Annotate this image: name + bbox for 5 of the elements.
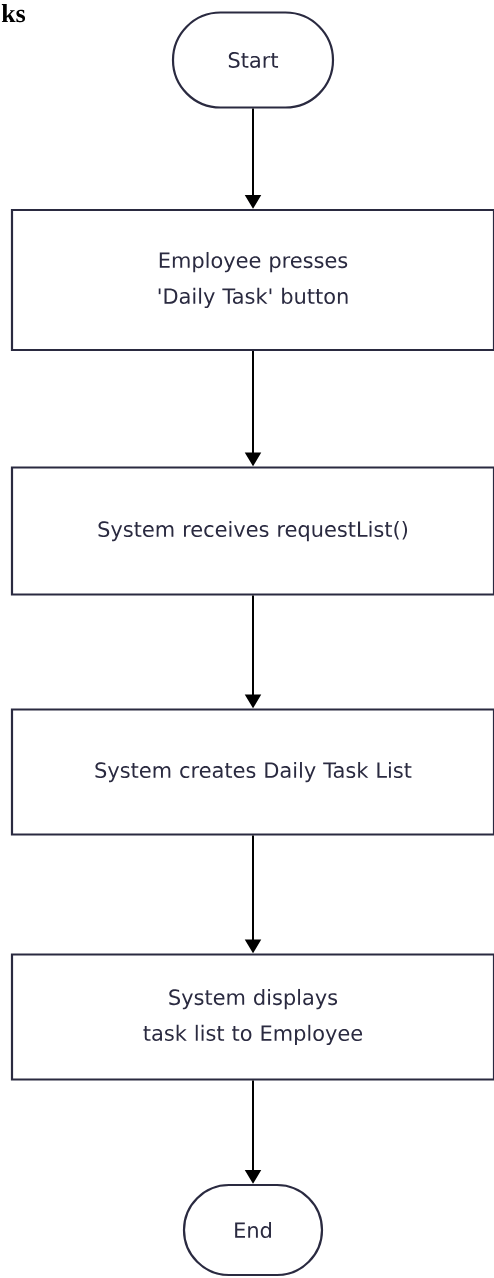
process-box: System displays task list to Employee bbox=[10, 953, 494, 1081]
process-box: System receives requestList() bbox=[10, 466, 494, 596]
title: ks bbox=[1, 4, 26, 23]
process-box: System creates Daily Task List bbox=[10, 708, 494, 836]
process-box: Employee presses 'Daily Task' button bbox=[10, 208, 494, 352]
